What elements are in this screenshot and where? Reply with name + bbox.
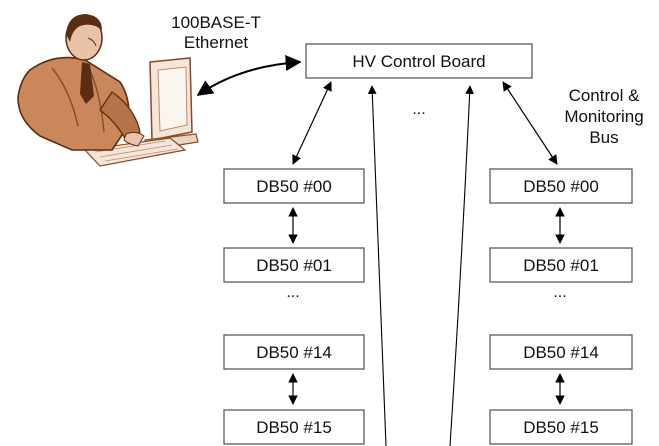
bus-link-left — [293, 82, 331, 164]
control-bus-label-line3: Bus — [589, 128, 618, 147]
right-db50-14: DB50 #14 — [490, 335, 632, 369]
hv-cable-left — [372, 86, 386, 446]
ethernet-label-line2: Ethernet — [184, 33, 249, 52]
right-db50-chain: DB50 #00 DB50 #01 ... DB50 #14 DB50 #15 — [490, 169, 632, 444]
hv-control-board: HV Control Board — [306, 44, 532, 78]
left-db50-00-label: DB50 #00 — [256, 177, 332, 196]
control-bus-label-line2: Monitoring — [564, 107, 643, 126]
right-db50-01-label: DB50 #01 — [523, 256, 599, 275]
hv-cable-right — [450, 86, 470, 446]
middle-ellipsis: ... — [412, 101, 425, 118]
control-bus-label-line1: Control & — [569, 86, 641, 105]
right-db50-01: DB50 #01 — [490, 248, 632, 282]
left-db50-chain: DB50 #00 DB50 #01 ... DB50 #14 DB50 #15 — [224, 169, 364, 444]
left-db50-14-label: DB50 #14 — [256, 343, 332, 362]
left-db50-15: DB50 #15 — [224, 410, 364, 444]
right-chain-ellipsis: ... — [553, 284, 566, 301]
operator-icon — [18, 14, 198, 166]
right-db50-00: DB50 #00 — [490, 169, 632, 203]
left-db50-00: DB50 #00 — [224, 169, 364, 203]
left-chain-ellipsis: ... — [286, 284, 299, 301]
ethernet-link — [198, 62, 300, 95]
right-db50-14-label: DB50 #14 — [523, 343, 599, 362]
right-db50-15: DB50 #15 — [490, 410, 632, 444]
hv-control-board-label: HV Control Board — [352, 52, 485, 71]
left-db50-01-label: DB50 #01 — [256, 256, 332, 275]
right-db50-00-label: DB50 #00 — [523, 177, 599, 196]
left-db50-14: DB50 #14 — [224, 335, 364, 369]
left-db50-01: DB50 #01 — [224, 248, 364, 282]
ethernet-label-line1: 100BASE-T — [171, 13, 261, 32]
right-db50-15-label: DB50 #15 — [523, 418, 599, 437]
bus-link-right — [503, 82, 557, 164]
left-db50-15-label: DB50 #15 — [256, 418, 332, 437]
